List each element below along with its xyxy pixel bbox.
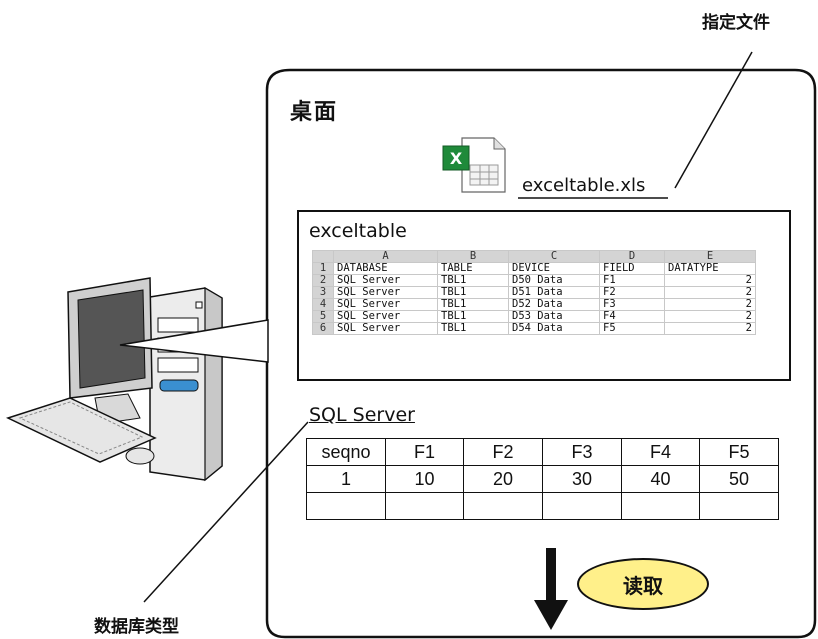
sheet-row-number: 6 xyxy=(312,322,334,335)
sheet-col-header: A xyxy=(333,250,438,263)
sheet-col-header: C xyxy=(508,250,600,263)
computer-illustration xyxy=(5,277,223,482)
sql-server-title: SQL Server xyxy=(309,404,415,426)
sheet-cell: D50 Data xyxy=(508,274,600,287)
sheet-cell: F2 xyxy=(599,286,665,299)
sql-cell: 40 xyxy=(621,465,700,493)
sheet-cell: DEVICE xyxy=(508,262,600,275)
sheet-cell: 2 xyxy=(664,298,756,311)
sheet-corner xyxy=(312,250,334,263)
read-button[interactable]: 读取 xyxy=(577,558,709,610)
sheet-cell: FIELD xyxy=(599,262,665,275)
sheet-row-number: 2 xyxy=(312,274,334,287)
sheet-cell: TBL1 xyxy=(437,274,509,287)
sql-row: 1 10 20 30 40 50 xyxy=(306,465,779,493)
sql-cell: 20 xyxy=(463,465,543,493)
sheet-cell: TBL1 xyxy=(437,310,509,323)
database-type-label: 数据库类型 xyxy=(94,617,179,637)
excel-filename: exceltable.xls xyxy=(522,175,646,196)
sheet-row: 5 SQL Server TBL1 D53 Data F4 2 xyxy=(312,310,756,323)
sql-cell: 50 xyxy=(699,465,779,493)
desktop-title: 桌面 xyxy=(290,100,339,125)
sheet-cell: SQL Server xyxy=(333,310,438,323)
sheet-cell: DATATYPE xyxy=(664,262,756,275)
sql-table: seqno F1 F2 F3 F4 F5 1 10 20 30 40 50 xyxy=(306,438,779,520)
sheet-cell: 2 xyxy=(664,286,756,299)
svg-text:X: X xyxy=(450,149,463,168)
sheet-row: 4 SQL Server TBL1 D52 Data F3 2 xyxy=(312,298,756,311)
sheet-cell: F3 xyxy=(599,298,665,311)
excel-file-icon: X xyxy=(442,137,506,193)
desktop-panel-outline xyxy=(265,68,817,639)
sheet-col-header: D xyxy=(599,250,665,263)
sql-cell: 10 xyxy=(385,465,464,493)
sheet-row-number: 4 xyxy=(312,298,334,311)
dbtype-callout-line xyxy=(143,421,309,603)
read-button-label: 读取 xyxy=(623,573,663,598)
excel-window-title: exceltable xyxy=(309,220,407,242)
sheet-cell: 2 xyxy=(664,274,756,287)
sheet-header-row: A B C D E xyxy=(312,250,756,263)
sql-cell xyxy=(385,492,464,520)
sql-header-cell: F1 xyxy=(385,438,464,466)
sheet-col-header: B xyxy=(437,250,509,263)
sql-cell: 1 xyxy=(306,465,386,493)
sql-header-row: seqno F1 F2 F3 F4 F5 xyxy=(306,438,779,466)
sheet-row: 2 SQL Server TBL1 D50 Data F1 2 xyxy=(312,274,756,287)
sql-cell xyxy=(306,492,386,520)
sheet-row-number: 5 xyxy=(312,310,334,323)
sheet-cell: TBL1 xyxy=(437,286,509,299)
sheet-row-number: 3 xyxy=(312,286,334,299)
sheet-row: 1 DATABASE TABLE DEVICE FIELD DATATYPE xyxy=(312,262,756,275)
sheet-cell: DATABASE xyxy=(333,262,438,275)
file-callout-line xyxy=(674,51,753,189)
excel-sheet: A B C D E 1 DATABASE TABLE DEVICE FIELD … xyxy=(312,250,756,335)
sql-header-cell: F2 xyxy=(463,438,543,466)
sheet-col-header: E xyxy=(664,250,756,263)
sheet-cell: TBL1 xyxy=(437,322,509,335)
sql-header-cell: F3 xyxy=(542,438,622,466)
sheet-cell: D54 Data xyxy=(508,322,600,335)
sql-cell: 30 xyxy=(542,465,622,493)
sheet-row-number: 1 xyxy=(312,262,334,275)
sheet-row: 6 SQL Server TBL1 D54 Data F5 2 xyxy=(312,322,756,335)
sql-row xyxy=(306,492,779,520)
sheet-cell: D53 Data xyxy=(508,310,600,323)
sheet-cell: F1 xyxy=(599,274,665,287)
sheet-cell: F5 xyxy=(599,322,665,335)
sql-cell xyxy=(699,492,779,520)
sheet-cell: SQL Server xyxy=(333,298,438,311)
sheet-cell: TABLE xyxy=(437,262,509,275)
excel-window: exceltable A B C D E 1 DATABASE TABLE DE… xyxy=(297,210,791,381)
sheet-cell: SQL Server xyxy=(333,322,438,335)
sheet-row: 3 SQL Server TBL1 D51 Data F2 2 xyxy=(312,286,756,299)
sql-cell xyxy=(621,492,700,520)
sql-header-cell: F4 xyxy=(621,438,700,466)
sql-cell xyxy=(463,492,543,520)
sheet-cell: SQL Server xyxy=(333,274,438,287)
down-arrow-icon xyxy=(534,548,568,630)
sheet-cell: D51 Data xyxy=(508,286,600,299)
zoom-wedge xyxy=(119,319,269,363)
sheet-cell: TBL1 xyxy=(437,298,509,311)
sql-header-cell: F5 xyxy=(699,438,779,466)
sheet-cell: 2 xyxy=(664,310,756,323)
sheet-cell: 2 xyxy=(664,322,756,335)
sheet-cell: F4 xyxy=(599,310,665,323)
sheet-cell: D52 Data xyxy=(508,298,600,311)
sql-header-cell: seqno xyxy=(306,438,386,466)
specified-file-label: 指定文件 xyxy=(702,13,770,33)
sql-cell xyxy=(542,492,622,520)
sheet-cell: SQL Server xyxy=(333,286,438,299)
